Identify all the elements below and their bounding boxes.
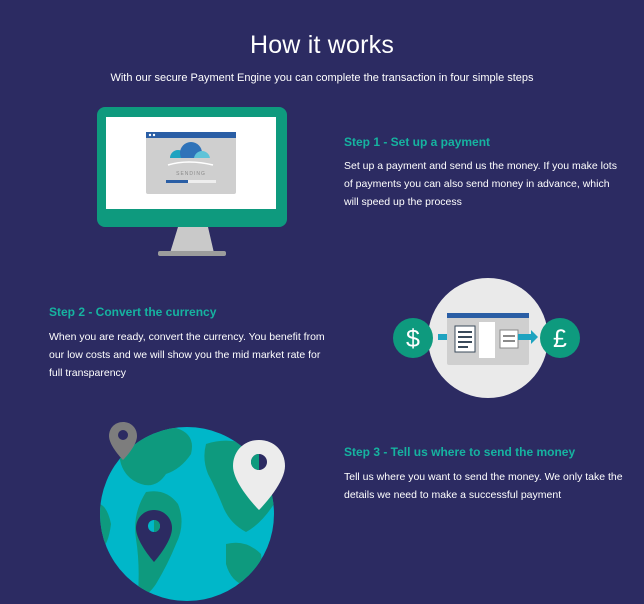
page-title: How it works: [249, 30, 395, 59]
step-3-text: Tell us where you want to send the money…: [344, 471, 623, 501]
sending-label: SENDING: [176, 171, 206, 177]
monitor-icon: SENDING: [97, 107, 287, 256]
step-2-heading: Step 2 - Convert the currency: [49, 305, 217, 319]
step-1-heading: Step 1 - Set up a payment: [344, 135, 491, 149]
step-1-text: Set up a payment and send us the money. …: [344, 160, 617, 208]
sending-progress-bar: [166, 180, 188, 183]
location-pin-icon: [109, 422, 137, 460]
step-2-text: When you are ready, convert the currency…: [49, 331, 325, 379]
currency-exchange-icon: $ £: [393, 278, 580, 398]
document-icon: [454, 325, 476, 353]
dollar-icon: $: [393, 318, 433, 358]
globe-icon: [100, 422, 285, 601]
dollar-symbol: $: [406, 325, 420, 353]
pound-symbol: £: [553, 325, 567, 353]
cloud-icon: [167, 142, 214, 167]
location-pin-icon: [136, 510, 172, 562]
step-3-heading: Step 3 - Tell us where to send the money: [344, 445, 576, 459]
location-pin-icon: [233, 440, 285, 510]
page-subtitle: With our secure Payment Engine you can c…: [110, 72, 534, 84]
pound-icon: £: [540, 318, 580, 358]
